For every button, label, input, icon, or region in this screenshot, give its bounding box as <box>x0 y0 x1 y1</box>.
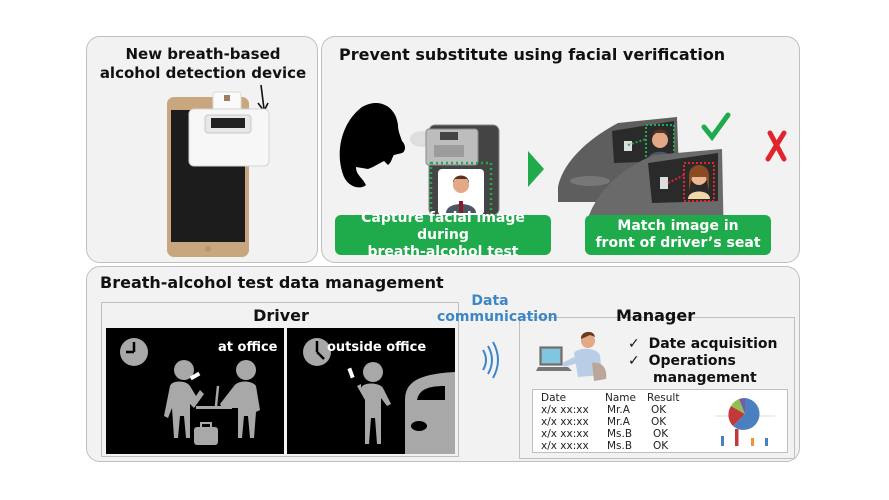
table-cell: x/x xx:xx <box>541 404 589 416</box>
table-cell: Ms.B <box>607 428 633 440</box>
driver-box: Driver <box>101 302 459 457</box>
officer-figure-icon <box>220 360 260 438</box>
match-image-label: Match image in front of driver’s seat <box>585 215 771 255</box>
pointer-arrow-icon <box>257 84 269 113</box>
scene-at-office: at office <box>106 328 284 454</box>
table-cell: OK <box>651 404 667 416</box>
test-results-table: Date Name Result x/x xx:xx Mr.A OK x/x x… <box>532 389 788 453</box>
phone-with-detector-image <box>167 84 270 257</box>
manager-feature-operations: ✓ Operations <box>628 353 736 369</box>
clock-icon <box>303 338 331 366</box>
table-cell: x/x xx:xx <box>541 428 589 440</box>
table-cell: Ms.B <box>607 440 633 452</box>
clock-icon <box>120 338 148 366</box>
data-communication-line1: Data <box>471 293 509 309</box>
capture-label-line2: breath-alcohol test <box>367 243 519 260</box>
scene-label-at-office: at office <box>218 340 278 355</box>
data-management-panel: Breath-alcohol test data management Driv… <box>86 266 800 462</box>
check-mark-icon <box>701 112 731 142</box>
device-title-line1: New breath-based <box>125 45 281 63</box>
car-icon <box>405 372 455 454</box>
column-header-result: Result <box>647 392 680 404</box>
match-label-line2: front of driver’s seat <box>595 235 761 251</box>
manager-feature-management: management <box>653 370 757 386</box>
person-silhouette-icon <box>339 103 405 188</box>
table-cell: Mr.A <box>607 416 630 428</box>
outside-office-illustration <box>303 338 455 454</box>
facial-panel-title: Prevent substitute using facial verifica… <box>339 45 726 64</box>
analytics-charts-icon <box>715 397 775 446</box>
wireless-signal-icon <box>482 341 499 379</box>
briefcase-icon <box>194 422 218 445</box>
device-title-line2: alcohol detection device <box>99 64 307 82</box>
table-content: Date Name Result x/x xx:xx Mr.A OK x/x x… <box>541 392 711 452</box>
match-label-line1: Match image in <box>617 218 739 234</box>
scene-label-outside-office: outside office <box>327 340 427 355</box>
table-cell: OK <box>653 440 669 452</box>
driver-figure-icon <box>164 360 204 438</box>
table-cell: x/x xx:xx <box>541 416 589 428</box>
pie-chart-icon <box>728 397 760 430</box>
x-mark-icon <box>765 130 787 162</box>
capture-label-line1: Capture facial image during <box>361 209 525 243</box>
scene-outside-office: outside office <box>287 328 455 454</box>
at-office-illustration <box>120 338 260 445</box>
manager-feature-date-acquisition: ✓ Date acquisition <box>628 336 778 352</box>
data-panel-title: Breath-alcohol test data management <box>100 273 444 292</box>
facial-verification-panel: Prevent substitute using facial verifica… <box>321 36 800 263</box>
table-cell: OK <box>651 416 667 428</box>
data-communication-label: Data communication <box>437 293 558 325</box>
driver-heading: Driver <box>253 306 309 325</box>
check-icon: ✓ <box>628 336 640 352</box>
data-communication-line2: communication <box>437 309 558 325</box>
manager-at-laptop-illustration <box>536 331 607 381</box>
manager-box: Manager ✓ Date acquisition ✓ Operations … <box>519 306 795 459</box>
table-cell: x/x xx:xx <box>541 440 589 452</box>
driver-figure-icon <box>347 362 391 444</box>
column-header-date: Date <box>541 392 567 404</box>
flow-arrow-icon <box>528 151 544 187</box>
table-cell: Mr.A <box>607 404 630 416</box>
capture-facial-image-label: Capture facial image during breath-alcoh… <box>335 210 551 260</box>
column-header-name: Name <box>605 392 636 404</box>
check-icon: ✓ <box>628 353 640 369</box>
table-cell: OK <box>653 428 669 440</box>
bar-chart-icon <box>721 429 768 446</box>
manager-heading: Manager <box>616 306 696 325</box>
device-panel: New breath-based alcohol detection devic… <box>86 36 318 263</box>
